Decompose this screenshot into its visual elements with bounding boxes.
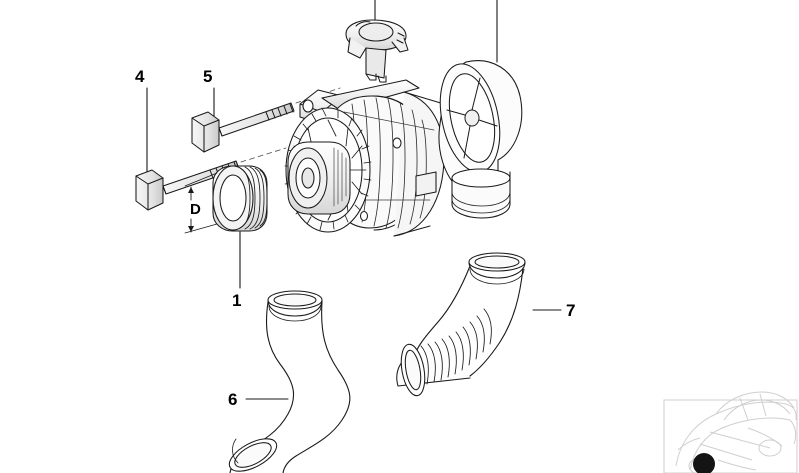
air-duct-elbow (438, 60, 523, 219)
callout-label-4: 4 (135, 67, 145, 86)
callout-label-7: 7 (566, 301, 576, 320)
dimension-label-D: D (190, 201, 201, 218)
voltage-regulator (345, 19, 409, 83)
hose-part-7 (396, 252, 526, 397)
hose-part-6 (228, 290, 351, 473)
callout-label-5: 5 (203, 67, 213, 86)
alternator-assembly (284, 79, 445, 237)
callout-label-6: 6 (228, 390, 238, 409)
locator-marker (693, 453, 715, 473)
pulley-part-1 (212, 165, 268, 232)
dimension-D (184, 172, 218, 234)
bolt-5 (191, 102, 295, 153)
callout-label-1: 1 (232, 291, 242, 310)
